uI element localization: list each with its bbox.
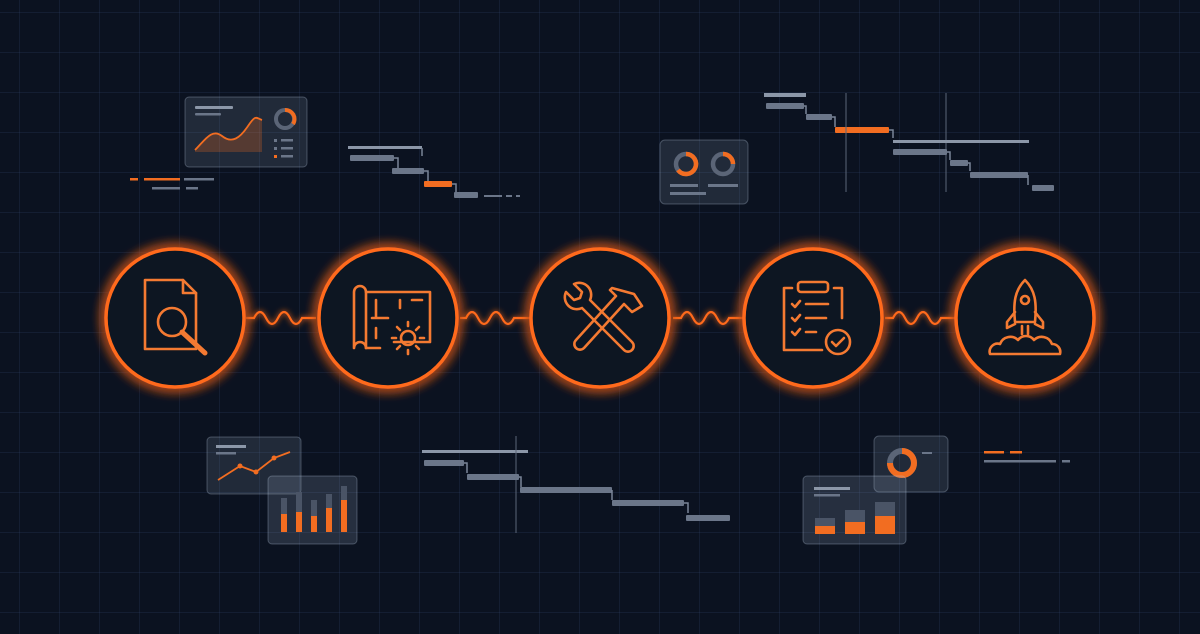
gantt-chart-top-left bbox=[348, 146, 520, 198]
stage-5 bbox=[941, 234, 1109, 402]
bar-chart-card bbox=[267, 475, 358, 545]
dashboard-card-bottom-right bbox=[802, 435, 949, 545]
wave-connector-4 bbox=[885, 310, 957, 326]
donut-card bbox=[659, 139, 749, 205]
gantt-chart-top-right bbox=[764, 93, 1054, 192]
stage-4 bbox=[729, 234, 897, 402]
wave-connector-1 bbox=[246, 310, 316, 326]
status-bars-left bbox=[130, 178, 214, 190]
rocket-launch-icon bbox=[988, 278, 1062, 356]
line-chart-card bbox=[206, 436, 302, 495]
clipboard-check-icon bbox=[782, 280, 852, 356]
stage-2 bbox=[304, 234, 472, 402]
wave-connector-3 bbox=[673, 310, 743, 326]
status-bars-right bbox=[984, 451, 1070, 463]
blueprint-gear-icon bbox=[352, 284, 432, 356]
wrench-hammer-icon bbox=[563, 281, 644, 353]
document-search-icon bbox=[143, 278, 208, 356]
stage-3 bbox=[516, 234, 684, 402]
area-chart-card bbox=[184, 96, 308, 168]
gantt-chart-bottom bbox=[422, 436, 730, 533]
stage-1 bbox=[91, 234, 259, 402]
wave-connector-2 bbox=[460, 310, 530, 326]
